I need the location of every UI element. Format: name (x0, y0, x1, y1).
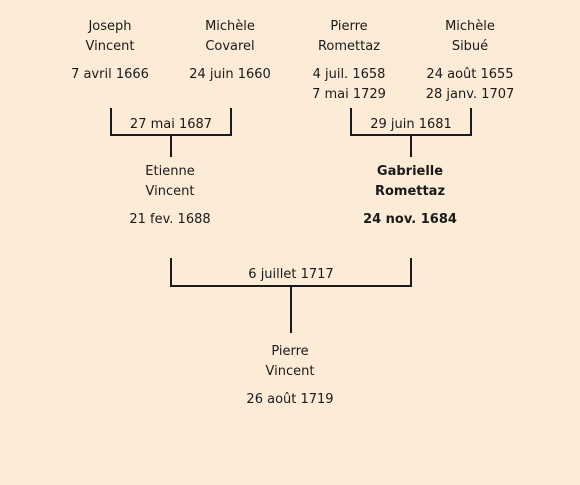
first-name: Gabrielle (376, 164, 444, 179)
connector-left-romettaz-sibue (350, 108, 352, 136)
last-name: Covarel (205, 39, 255, 54)
person-gabrielle-romettaz: Gabrielle Romettaz 24 nov. 1684 (335, 162, 485, 230)
last-name: Vincent (85, 39, 135, 54)
death-date: 7 mai 1729 (312, 87, 386, 102)
marriage-date-vincent-covarel: 27 mai 1687 (129, 117, 213, 132)
birth-date: 24 nov. 1684 (363, 212, 457, 227)
connector-bar-vincent-romettaz (170, 285, 412, 287)
person-etienne-vincent: Etienne Vincent 21 fev. 1688 (95, 162, 245, 230)
birth-date: 21 fev. 1688 (129, 212, 211, 227)
connector-bar-romettaz-sibue (350, 134, 472, 136)
life-dates: 21 fev. 1688 (95, 210, 245, 230)
life-dates: 24 juin 1660 (155, 65, 305, 85)
person-michele-covarel: Michèle Covarel 24 juin 1660 (155, 17, 305, 85)
last-name: Vincent (145, 184, 195, 199)
birth-date: 4 juil. 1658 (312, 67, 386, 82)
connector-down-vincent-romettaz (290, 287, 292, 333)
person-joseph-vincent: Joseph Vincent 7 avril 1666 (35, 17, 185, 85)
life-dates: 7 avril 1666 (35, 65, 185, 85)
marriage-date-vincent-romettaz: 6 juillet 1717 (248, 267, 334, 282)
first-name: Pierre (271, 344, 309, 359)
connector-down-romettaz-sibue (410, 136, 412, 157)
last-name: Romettaz (374, 184, 446, 199)
last-name: Romettaz (317, 39, 381, 54)
life-dates: 26 août 1719 (215, 390, 365, 410)
person-pierre-romettaz: Pierre Romettaz 4 juil. 1658 7 mai 1729 (274, 17, 424, 105)
first-name: Michèle (445, 19, 495, 34)
death-date: 28 janv. 1707 (425, 87, 515, 102)
connector-right-vincent-covarel (230, 108, 232, 136)
life-dates: 4 juil. 1658 7 mai 1729 (274, 65, 424, 105)
connector-right-romettaz-sibue (470, 108, 472, 136)
first-name: Michèle (205, 19, 255, 34)
last-name: Vincent (265, 364, 315, 379)
birth-date: 26 août 1719 (246, 392, 334, 407)
birth-date: 24 août 1655 (426, 67, 514, 82)
last-name: Sibué (451, 39, 489, 54)
first-name: Joseph (88, 19, 132, 34)
life-dates: 24 nov. 1684 (335, 210, 485, 230)
first-name: Etienne (145, 164, 195, 179)
person-michele-sibue: Michèle Sibué 24 août 1655 28 janv. 1707 (395, 17, 545, 105)
birth-date: 24 juin 1660 (189, 67, 271, 82)
connector-right-vincent-romettaz (410, 258, 412, 287)
connector-down-vincent-covarel (170, 136, 172, 157)
person-pierre-vincent: Pierre Vincent 26 août 1719 (215, 342, 365, 410)
marriage-date-romettaz-sibue: 29 juin 1681 (370, 117, 452, 132)
connector-left-vincent-covarel (110, 108, 112, 136)
birth-date: 7 avril 1666 (71, 67, 149, 82)
first-name: Pierre (330, 19, 368, 34)
connector-bar-vincent-covarel (110, 134, 232, 136)
life-dates: 24 août 1655 28 janv. 1707 (395, 65, 545, 105)
connector-left-vincent-romettaz (170, 258, 172, 287)
